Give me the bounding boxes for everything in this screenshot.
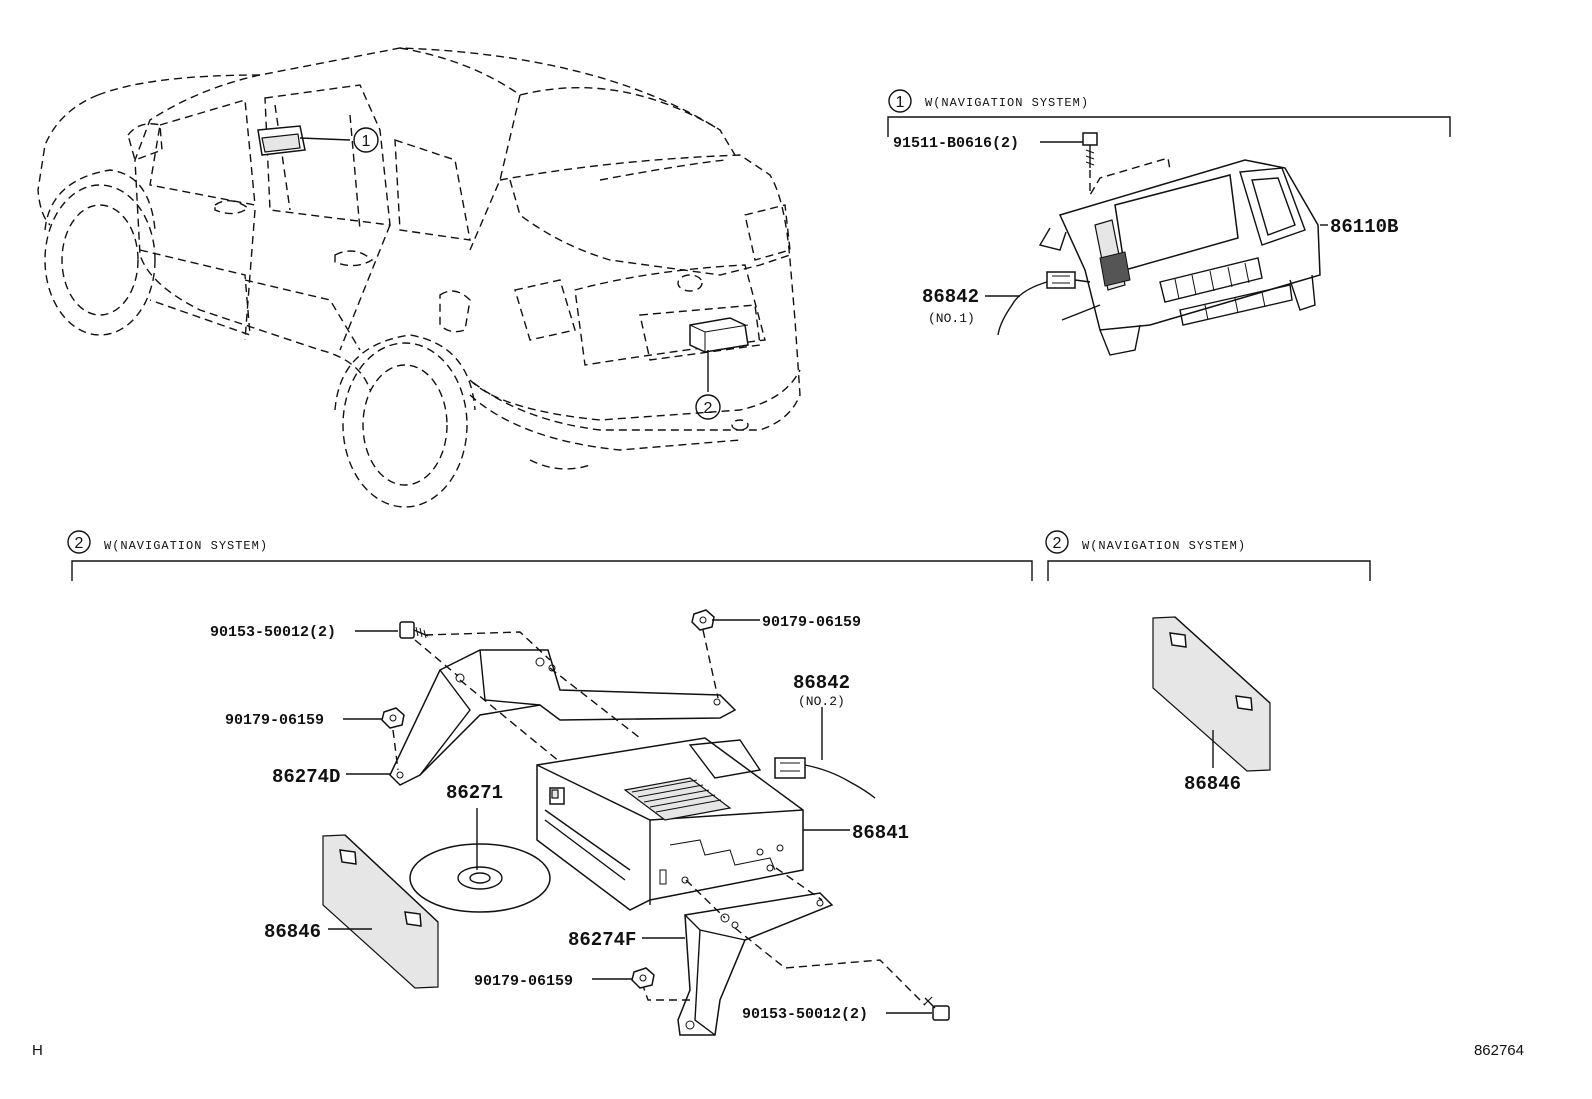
label-90153-50012-top: 90153-50012(2): [210, 624, 336, 641]
bracket-86274D-icon: [389, 649, 737, 786]
label-86846-right: 86846: [1184, 773, 1241, 795]
label-86271: 86271: [446, 782, 503, 804]
diagram-id: 862764: [1474, 1042, 1524, 1059]
label-90179-06159-top: 90179-06159: [762, 614, 861, 631]
vehicle-illustration: 1 2: [37, 47, 801, 508]
section-nav-rear: 2 W(NAVIGATION SYSTEM) 90153-50012(2) 90…: [67, 530, 1033, 1036]
nut-90179-top-icon: [691, 609, 715, 631]
cover-86846-right-icon: [1152, 616, 1271, 772]
disc-86271-icon: [409, 808, 551, 913]
label-91511-B0616: 91511-B0616(2): [893, 135, 1019, 152]
label-86274D: 86274D: [272, 766, 340, 788]
section-nav-rear-alt-marker: 2: [1053, 535, 1062, 552]
label-86846-left: 86846: [264, 921, 321, 943]
section-nav-unit-heading: W(NAVIGATION SYSTEM): [925, 96, 1089, 110]
bracket-86274F-icon: [677, 892, 834, 1036]
section-nav-unit: 1 W(NAVIGATION SYSTEM) 91511-B0616(2): [887, 89, 1451, 356]
label-90153-50012-bottom: 90153-50012(2): [742, 1006, 868, 1023]
label-90179-06159-bottom: 90179-06159: [474, 973, 573, 990]
screw-91511-icon: [1082, 132, 1098, 168]
section-nav-unit-marker: 1: [896, 94, 905, 111]
label-86274F: 86274F: [568, 929, 636, 951]
label-86842-no2-sub: (NO.2): [798, 694, 845, 709]
label-86842-no1: 86842: [922, 286, 979, 308]
footer-left-code: H: [32, 1042, 43, 1059]
label-90179-06159-left: 90179-06159: [225, 712, 324, 729]
navigation-display-icon: [1038, 159, 1321, 356]
label-86842-no1-sub: (NO.1): [928, 311, 975, 326]
label-86841: 86841: [852, 822, 909, 844]
nut-90179-left-icon: [381, 707, 405, 729]
vehicle-callout-2: 2: [704, 400, 713, 417]
wire-86842-no2-icon: [774, 707, 876, 799]
section-nav-rear-alt: 2 W(NAVIGATION SYSTEM) 86846: [1045, 530, 1371, 795]
vehicle-callout-1: 1: [362, 133, 371, 150]
bolt-90153-bottom-icon: [923, 996, 950, 1021]
cover-86846-left-icon: [322, 834, 439, 989]
label-86110B: 86110B: [1330, 216, 1398, 238]
bolt-90153-top-icon: [399, 621, 429, 639]
section-nav-rear-marker: 2: [75, 535, 84, 552]
section-nav-rear-alt-heading: W(NAVIGATION SYSTEM): [1082, 539, 1246, 553]
wire-86842-no1-icon: [997, 271, 1091, 336]
label-86842-no2: 86842: [793, 672, 850, 694]
navigation-computer-icon: [536, 737, 804, 911]
nut-90179-bottom-icon: [631, 967, 655, 989]
section-nav-rear-heading: W(NAVIGATION SYSTEM): [104, 539, 268, 553]
